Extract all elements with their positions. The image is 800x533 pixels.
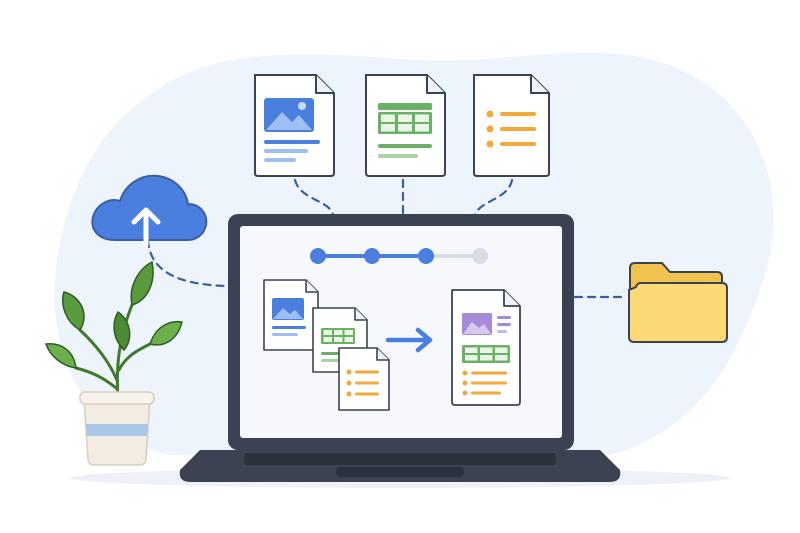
progress-step-3 xyxy=(418,248,434,264)
list-doc-page xyxy=(473,74,550,177)
progress-step-4 xyxy=(472,248,488,264)
folder-front xyxy=(628,282,728,343)
merged-list-section xyxy=(462,370,507,396)
spreadsheet-document-icon xyxy=(365,74,446,177)
sheet-doc-line xyxy=(378,144,432,148)
image-doc-mountain xyxy=(266,112,312,130)
cloud-upload-icon xyxy=(91,174,208,248)
sheet-doc-cells xyxy=(381,114,429,132)
list-doc-bullets xyxy=(486,110,494,148)
connector-cloud xyxy=(146,238,230,288)
sheet-doc-line xyxy=(378,154,418,158)
screen-image-doc xyxy=(263,279,319,351)
laptop-keyboard xyxy=(244,453,556,465)
cloud-shape xyxy=(91,174,208,241)
laptop-trackpad xyxy=(336,467,464,477)
connector-lines xyxy=(146,178,627,299)
plant-pot xyxy=(79,391,155,466)
list-doc-lines xyxy=(500,112,536,146)
list-doc-fold xyxy=(530,75,549,94)
sheet-doc-header xyxy=(378,103,432,110)
list-document-icon xyxy=(473,74,550,177)
progress-step-1 xyxy=(310,248,326,264)
connector-image-doc xyxy=(293,178,335,217)
image-doc-sun xyxy=(298,102,306,110)
plant-icon xyxy=(44,260,183,466)
image-doc-line xyxy=(264,149,308,153)
merged-sheet-section xyxy=(462,345,510,363)
folder-icon xyxy=(628,262,728,343)
image-doc-fold xyxy=(315,75,334,94)
image-doc-line xyxy=(264,158,296,162)
progress-stepper xyxy=(310,248,488,264)
plant-stems xyxy=(74,303,152,400)
image-doc-line xyxy=(264,140,320,144)
upload-arrow xyxy=(131,207,161,248)
arrow-right-icon xyxy=(385,327,433,353)
source-documents xyxy=(263,279,390,411)
merged-image-section xyxy=(462,313,511,335)
plant-leaves xyxy=(44,260,183,369)
sheet-doc-fold xyxy=(426,75,445,94)
merged-document xyxy=(451,289,521,406)
progress-step-2 xyxy=(364,248,380,264)
connector-list-doc xyxy=(473,178,514,217)
screen-list-doc xyxy=(338,347,390,411)
image-document-icon xyxy=(254,74,335,177)
